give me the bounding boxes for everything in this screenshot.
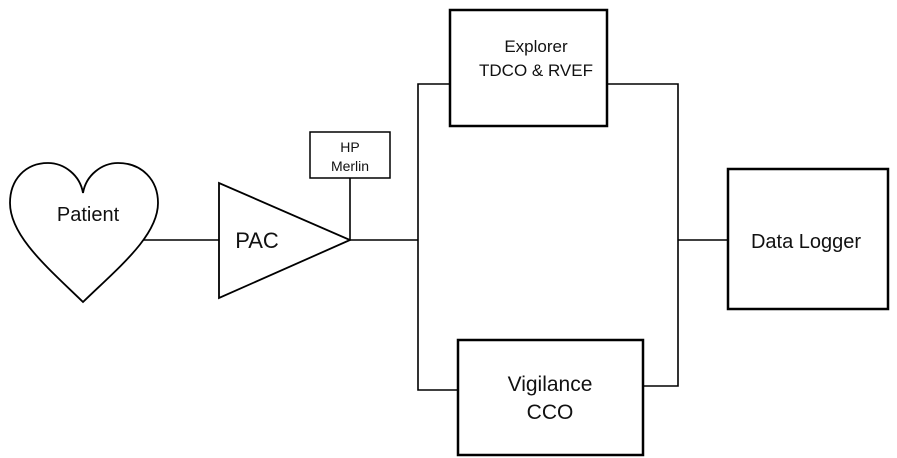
- explorer-box: [448, 8, 609, 128]
- data-logger-node: Data Logger: [726, 167, 890, 311]
- hp-merlin-line2: Merlin: [331, 158, 369, 174]
- explorer-node: Explorer TDCO & RVEF: [448, 8, 609, 128]
- vigilance-line2: CCO: [527, 401, 574, 424]
- data-logger-label: Data Logger: [751, 231, 861, 253]
- hp-merlin-line1: HP: [340, 139, 359, 155]
- data-logger-box: [726, 167, 890, 311]
- explorer-line1: Explorer: [504, 37, 568, 56]
- vigilance-box: [456, 338, 645, 457]
- pac-node: PAC: [218, 181, 353, 300]
- hp-merlin-node: HP Merlin: [309, 131, 391, 179]
- vigilance-node: Vigilance CCO: [456, 338, 645, 457]
- heart-shape: [9, 162, 159, 304]
- connectors: [138, 83, 728, 391]
- patient-label: Patient: [57, 204, 120, 226]
- pac-label: PAC: [235, 228, 279, 253]
- right-bus-wire: [607, 83, 679, 387]
- pac-triangle: [218, 181, 353, 300]
- hp-merlin-box: [309, 131, 391, 179]
- patient-node: Patient: [9, 162, 159, 304]
- explorer-line2: TDCO & RVEF: [479, 61, 593, 80]
- vigilance-line1: Vigilance: [508, 373, 593, 396]
- left-bus-wire: [417, 83, 458, 391]
